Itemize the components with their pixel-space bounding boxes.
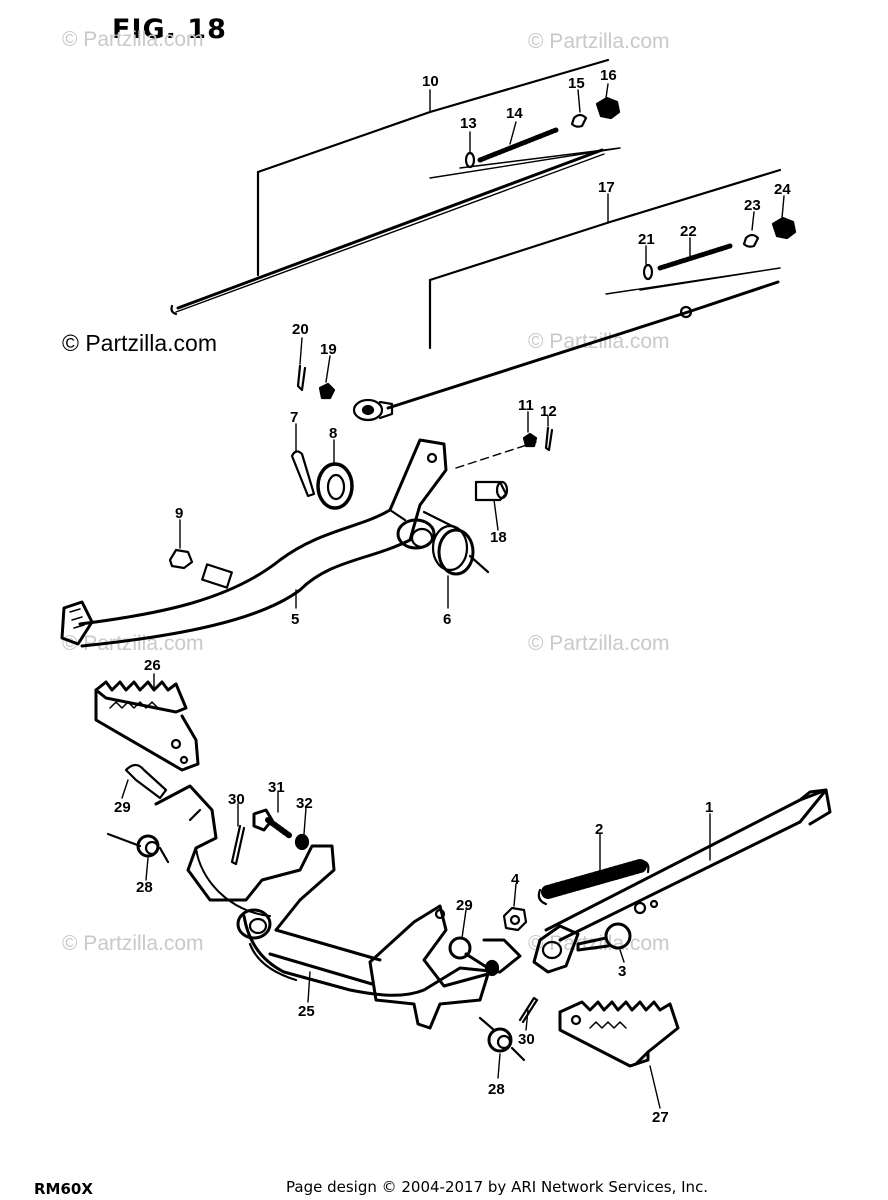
rod-assembly-17 — [352, 168, 797, 422]
callout-17: 17 — [598, 179, 615, 196]
callout-16: 16 — [600, 67, 617, 84]
cap-9 — [168, 548, 194, 570]
washer-21 — [642, 263, 654, 281]
callout-22: 22 — [680, 223, 697, 240]
clip-23 — [742, 233, 760, 248]
clip-15 — [570, 113, 588, 128]
nut-16 — [595, 96, 621, 120]
footer-copyright: Page design © 2004-2017 by ARI Network S… — [286, 1178, 709, 1196]
model-code: RM60X — [34, 1180, 93, 1198]
pin-7 — [290, 450, 316, 498]
callout-5: 5 — [291, 611, 299, 628]
rod-assembly-10 — [170, 58, 621, 316]
callout-7: 7 — [290, 409, 298, 426]
callout-labels: 10 13 14 15 16 17 21 22 23 24 20 19 7 8 … — [114, 67, 791, 1126]
callout-28-right: 28 — [488, 1081, 505, 1098]
callout-20: 20 — [292, 321, 309, 338]
watermark: © Partzilla.com — [528, 632, 670, 655]
callout-29-right: 29 — [456, 897, 473, 914]
callout-30-right: 30 — [518, 1031, 535, 1048]
callout-23: 23 — [744, 197, 761, 214]
spring-6 — [422, 510, 490, 576]
pin-29-right — [448, 936, 500, 977]
watermark: © Partzilla.com — [62, 632, 204, 655]
callout-11: 11 — [518, 397, 534, 414]
washer-8 — [316, 462, 354, 510]
spring-22 — [657, 243, 733, 271]
figure-title: FIG. 18 — [112, 14, 227, 45]
callout-24: 24 — [774, 181, 791, 198]
watermark: © Partzilla.com — [62, 932, 204, 955]
callout-4: 4 — [511, 871, 520, 888]
callout-32: 32 — [296, 795, 313, 812]
cotter-pin-30-left — [230, 824, 246, 866]
washer-32 — [294, 833, 310, 851]
callout-19: 19 — [320, 341, 337, 358]
callout-26: 26 — [144, 657, 161, 674]
nut-24 — [771, 216, 797, 240]
callout-3: 3 — [618, 963, 626, 980]
footrest-bracket-25 — [154, 784, 522, 1030]
nut-4 — [502, 906, 528, 932]
spring-28-left — [106, 832, 170, 864]
side-stand-1 — [532, 788, 832, 974]
leader-lines — [121, 83, 785, 1109]
callout-18: 18 — [490, 529, 507, 546]
callout-14: 14 — [506, 105, 523, 122]
spring-28-right — [478, 1016, 526, 1062]
footrest-26 — [94, 680, 200, 772]
callout-13: 13 — [460, 115, 477, 132]
callout-10: 10 — [422, 73, 439, 90]
callout-27: 27 — [652, 1109, 669, 1126]
cotter-pin-20 — [296, 364, 307, 392]
callout-8: 8 — [329, 425, 337, 442]
washer-19 — [318, 382, 336, 400]
callout-30-left: 30 — [228, 791, 245, 808]
callout-31: 31 — [268, 779, 285, 796]
watermark: © Partzilla.com — [528, 30, 670, 53]
cotter-pin-30-right — [518, 996, 539, 1024]
spring-2 — [537, 859, 650, 906]
bolt-31 — [252, 808, 293, 839]
callout-9: 9 — [175, 505, 183, 522]
callout-29-left: 29 — [114, 799, 131, 816]
callout-15: 15 — [568, 75, 585, 92]
footrest-27 — [558, 1000, 680, 1068]
washer-13 — [464, 151, 476, 169]
cotter-pin-12 — [544, 426, 554, 452]
callout-6: 6 — [443, 611, 451, 628]
callout-1: 1 — [705, 799, 713, 816]
watermark-dark: © Partzilla.com — [62, 330, 217, 356]
watermark: © Partzilla.com — [62, 28, 204, 51]
brake-pedal-5 — [60, 438, 448, 648]
callout-21: 21 — [638, 231, 655, 248]
callout-12: 12 — [540, 403, 557, 420]
callout-25: 25 — [298, 1003, 315, 1020]
callout-28-left: 28 — [136, 879, 153, 896]
pin-29-left — [124, 763, 168, 800]
spring-14 — [477, 127, 559, 163]
callout-2: 2 — [595, 821, 603, 838]
bolt-3 — [576, 922, 632, 952]
